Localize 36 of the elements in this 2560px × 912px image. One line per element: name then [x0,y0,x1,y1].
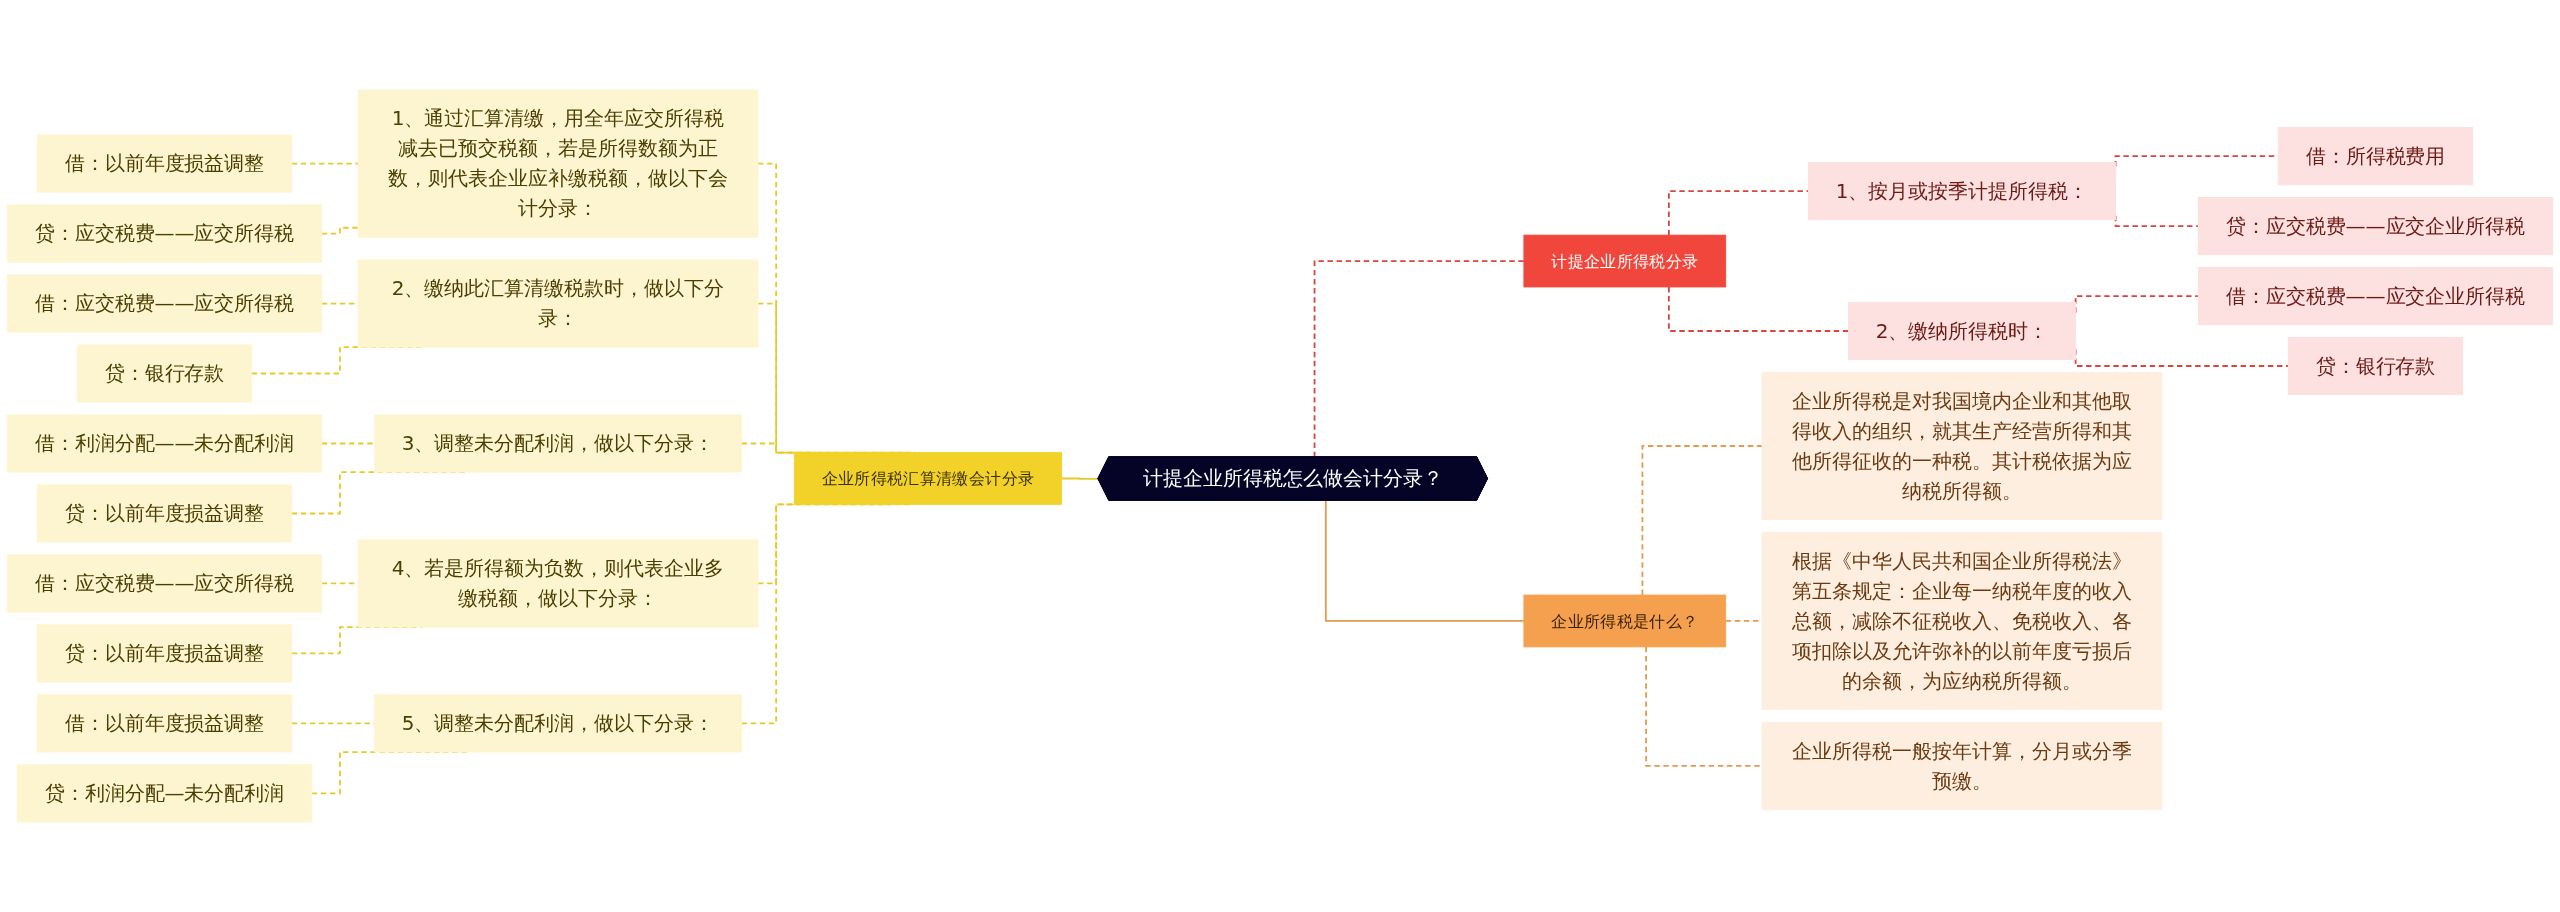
node-box: 借：以前年度损益调整 [36,134,293,193]
node-box: 2、缴纳此汇算清缴税款时，做以下分录： [357,259,759,348]
node-box: 借：应交税费——应交所得税 [6,554,323,613]
node-box: 贷：应交税费——应交所得税 [6,204,323,263]
node-box: 贷：应交税费——应交企业所得税 [2197,196,2554,256]
node-box: 4、若是所得额为负数，则代表企业多缴税额，做以下分录： [357,539,759,628]
connector [1645,645,1763,767]
node-box: 借：利润分配——未分配利润 [6,414,323,473]
connector [1324,499,1525,622]
node-box: 企业所得税一般按年计算，分月或分季预缴。 [1761,721,2163,810]
node-box: 贷：以前年度损益调整 [36,624,293,683]
node-box: 企业所得税是什么？ [1523,594,1727,648]
node-box: 贷：以前年度损益调整 [36,484,293,543]
node-box: 借：以前年度损益调整 [36,694,293,753]
connector [320,442,376,445]
connector [320,226,359,235]
node-box: 企业所得税是对我国境内企业和其他取得收入的组织，就其生产经营所得和其他所得征收的一种税。其计税依据为应纳税所得额。 [1761,371,2163,521]
connector [1667,286,1850,332]
node-box: 3、调整未分配利润，做以下分录： [374,414,743,473]
node-box: 5、调整未分配利润，做以下分录： [374,694,743,753]
node-box: 企业所得税汇算清缴会计分录 [793,452,1062,505]
node-box: 借：应交税费——应交所得税 [6,274,323,333]
node-box: 借：应交税费——应交企业所得税 [2197,266,2554,326]
node-box: 1、通过汇算清缴，用全年应交所得税减去已预交税额，若是所得数额为正数，则代表企业应补缴税额，做以下会计分录： [357,89,759,238]
node-box: 贷：银行存款 [76,344,253,403]
connector [290,162,359,165]
node-box: 借：所得税费用 [2277,127,2474,186]
connector [1641,445,1763,596]
connector [1667,190,1810,237]
connector [1060,477,1100,480]
node-box: 2、缴纳所得税时： [1847,301,2077,361]
node-box: 计提企业所得税分录 [1523,234,1727,288]
node-box: 贷：利润分配—未分配利润 [16,764,313,823]
node-box: 贷：银行存款 [2287,336,2464,396]
node-box: 1、按月或按季计提所得税： [1807,162,2117,221]
node-box: 根据《中华人民共和国企业所得税法》第五条规定：企业每一纳税年度的收入总额，减除不征税收入、免税收入、各项扣除以及允许弥补的以前年度亏损后的余额，为应纳税所得额。 [1761,531,2163,711]
